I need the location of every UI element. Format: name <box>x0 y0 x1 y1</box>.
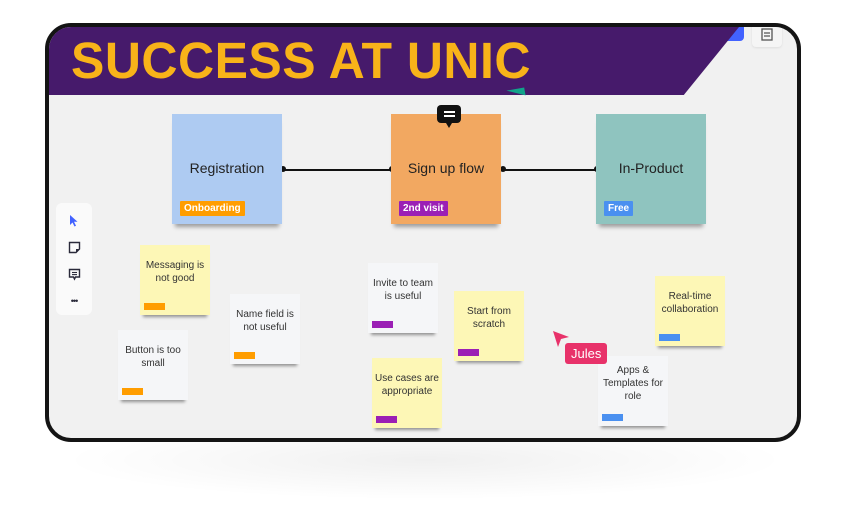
document-icon <box>761 27 773 41</box>
title-banner: SUCCESS AT UNIC <box>49 27 739 95</box>
banner-title: SUCCESS AT UNIC <box>71 32 531 89</box>
sticky-text: Real-time collaboration <box>661 291 719 315</box>
stage-card-signup-flow[interactable]: Sign up flow 2nd visit <box>391 114 501 224</box>
stage-label: In-Product <box>618 160 684 176</box>
whiteboard-window: SUCCESS AT UNIC ••• Registration Onboard… <box>45 23 801 442</box>
sticky-text: Invite to team is useful <box>372 278 434 302</box>
stage-tag: Free <box>604 201 634 216</box>
sticky-note[interactable]: Apps & Templates for role <box>598 356 668 426</box>
sticky-tag-chip <box>659 334 680 341</box>
more-dots-icon: ••• <box>70 296 79 306</box>
sticky-note[interactable]: Button is too small <box>118 330 188 400</box>
sticky-note[interactable]: Start from scratch <box>454 291 524 361</box>
more-tools-button[interactable]: ••• <box>64 292 84 310</box>
collaborator-name-tag: Jules <box>565 343 608 364</box>
comment-lines-icon <box>443 110 455 117</box>
sticky-note-tool[interactable] <box>64 238 84 256</box>
stage-card-registration[interactable]: Registration Onboarding <box>172 114 282 224</box>
connector-registration-signup[interactable] <box>282 169 393 171</box>
sticky-tag-chip <box>122 388 143 395</box>
sticky-note-icon <box>68 241 80 253</box>
select-tool[interactable] <box>64 211 84 229</box>
left-toolbar: ••• <box>56 203 92 315</box>
connector-endpoint <box>500 166 506 172</box>
collaborator-cursor-icon <box>506 87 526 99</box>
stage-tag: 2nd visit <box>399 201 448 216</box>
comment-marker[interactable] <box>437 105 461 128</box>
sticky-note[interactable]: Messaging is not good <box>140 245 210 315</box>
comment-tool[interactable] <box>64 265 84 283</box>
sticky-text: Name field is not useful <box>236 309 294 333</box>
cursor-arrow-icon <box>70 214 78 226</box>
sticky-tag-chip <box>144 303 165 310</box>
stage-tag: Onboarding <box>180 201 245 216</box>
sticky-text: Start from scratch <box>467 306 511 330</box>
sticky-note[interactable]: Invite to team is useful <box>368 263 438 333</box>
sticky-text: Apps & Templates for role <box>602 364 664 402</box>
stage-label: Sign up flow <box>407 160 485 176</box>
sticky-tag-chip <box>234 352 255 359</box>
stage-label: Registration <box>189 160 265 176</box>
connector-signup-inproduct[interactable] <box>502 169 598 171</box>
connector-endpoint <box>280 166 286 172</box>
stage-card-in-product[interactable]: In-Product Free <box>596 114 706 224</box>
sticky-note[interactable]: Real-time collaboration <box>655 276 725 346</box>
jules-cursor-icon <box>553 331 569 347</box>
sticky-tag-chip <box>602 414 623 421</box>
sticky-tag-chip <box>376 416 397 423</box>
sticky-note[interactable]: Use cases are appropriate <box>372 358 442 428</box>
sticky-text: Messaging is not good <box>145 260 205 284</box>
sticky-text: Use cases are appropriate <box>375 373 439 397</box>
sticky-tag-chip <box>458 349 479 356</box>
sticky-note[interactable]: Name field is not useful <box>230 294 300 364</box>
sticky-tag-chip <box>372 321 393 328</box>
notes-button[interactable] <box>752 27 782 47</box>
comment-icon <box>68 268 80 281</box>
sticky-text: Button is too small <box>125 345 181 369</box>
